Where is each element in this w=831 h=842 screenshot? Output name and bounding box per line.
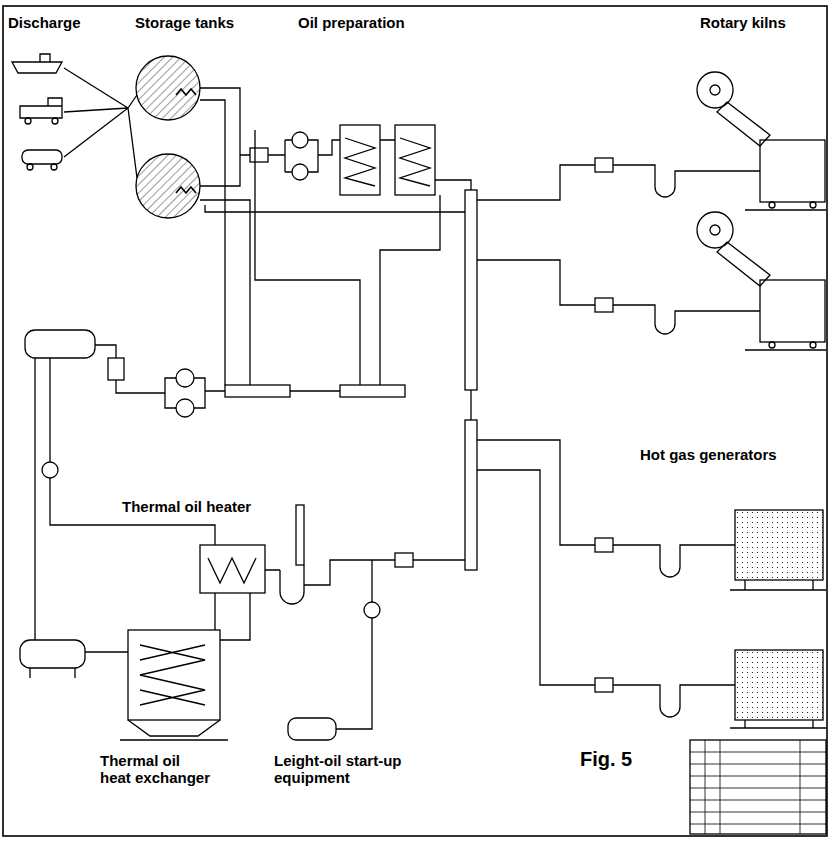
pump-symbol (292, 132, 308, 148)
title-block-grid (690, 740, 826, 834)
expansion-vessel (108, 358, 124, 380)
drain-tank (20, 640, 85, 668)
ground-line (745, 349, 826, 350)
hopper (120, 720, 228, 740)
kiln-roller (769, 342, 775, 348)
oil-pipe (470, 390, 471, 420)
drawing-group (3, 6, 827, 836)
section-heading: Thermal oil heat exchanger (100, 752, 213, 787)
pump-pipe (268, 140, 340, 172)
truck-icon (20, 98, 62, 118)
section-heading: Discharge (8, 14, 81, 31)
heater-coil (208, 558, 256, 583)
thermal-oil-pipe (200, 100, 440, 385)
light-oil-pipe (336, 560, 372, 729)
heater-coil (400, 138, 430, 186)
distributor-bar (465, 190, 477, 390)
heat-exchanger (395, 125, 435, 195)
distributor (225, 385, 290, 397)
filter-symbol (595, 298, 613, 312)
pump-symbol (292, 164, 308, 180)
thermal-oil-heat-exchanger (128, 630, 220, 720)
pump-symbol (364, 602, 380, 618)
tank-leg (30, 668, 75, 678)
filter-symbol (250, 148, 268, 162)
wheel (25, 118, 31, 124)
wheel (51, 164, 57, 170)
ship-icon (12, 54, 62, 73)
burner-pipe (477, 165, 760, 200)
wheel (27, 164, 33, 170)
filter-symbol (595, 158, 613, 172)
frame (3, 6, 827, 836)
figure-caption: Fig. 5 (580, 748, 632, 771)
kiln-roller (810, 342, 816, 348)
title-block (690, 740, 826, 834)
heater-coil (345, 138, 375, 186)
kiln-roller (769, 202, 775, 208)
distributor-bar (465, 420, 477, 570)
section-heading: Hot gas generators (640, 446, 777, 463)
storage-tank (136, 154, 200, 218)
pump-symbol (176, 369, 194, 387)
light-oil-tank (288, 718, 336, 740)
return-pipe (205, 205, 465, 212)
stack (296, 505, 304, 565)
thermal-oil-pipe (85, 651, 128, 652)
thermal-oil-pipe (116, 378, 340, 408)
generator-foot (730, 580, 826, 590)
heating-coil (176, 89, 196, 193)
section-heading: Rotary kilns (700, 14, 786, 31)
vent-pipe (95, 345, 116, 358)
thermal-oil-heater (200, 545, 265, 593)
oil-pipe (380, 140, 471, 190)
filter-symbol (395, 553, 413, 567)
heat-exchanger (340, 125, 380, 195)
burner-pipe (477, 260, 760, 334)
heat-exchanger-coil (140, 645, 205, 705)
ground-line (745, 209, 826, 210)
filter-symbol (595, 678, 613, 692)
expansion-tank (25, 330, 95, 358)
section-heading: Storage tanks (135, 14, 234, 31)
section-heading: Oil preparation (298, 14, 405, 31)
filter-symbol (595, 538, 613, 552)
storage-tank (136, 56, 200, 120)
section-heading: Leight-oil start-up equipment (274, 752, 414, 787)
rotary-kiln (760, 140, 825, 202)
kiln-roller (810, 202, 816, 208)
hot-gas-generator (735, 650, 823, 720)
section-heading: Thermal oil heater (122, 498, 251, 515)
fan-hub (710, 85, 720, 95)
hot-gas-generator (735, 510, 823, 580)
pump-symbol (176, 399, 194, 417)
wheel (52, 118, 58, 124)
rail-tank-icon (22, 150, 62, 164)
rotary-kiln (760, 280, 825, 342)
fuel-pipe (304, 560, 465, 585)
burner-pipe (265, 565, 304, 604)
pump-symbol (42, 462, 58, 478)
fan-hub (710, 225, 720, 235)
burner-pipe (477, 470, 735, 717)
generator-foot (730, 720, 826, 728)
distributor (340, 385, 405, 397)
discharge-pipe (64, 68, 137, 178)
